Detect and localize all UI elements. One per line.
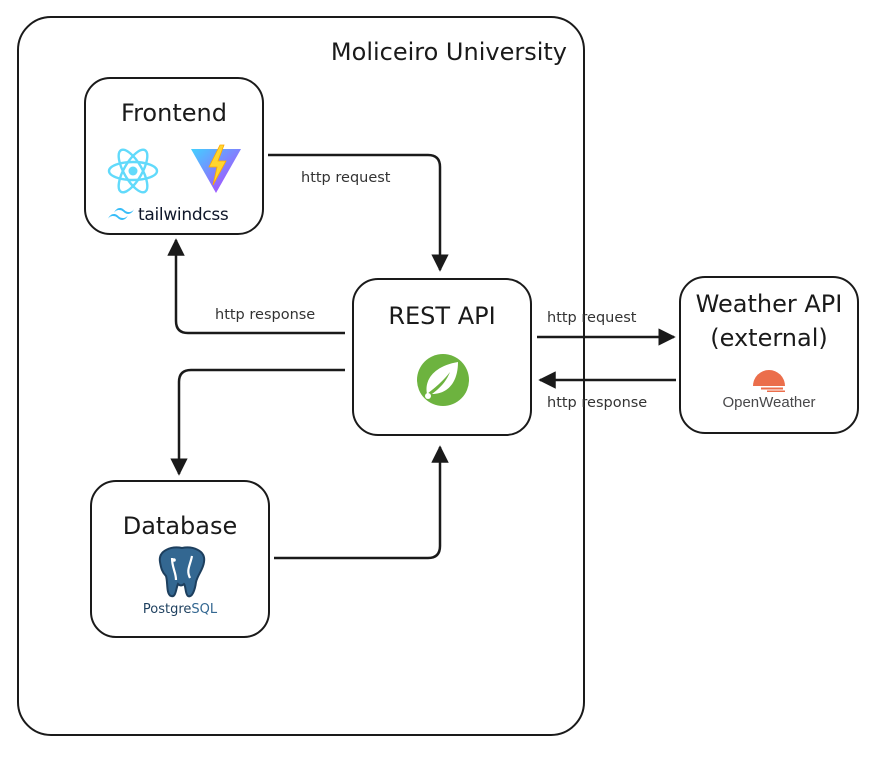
- openweather-sun-icon: [753, 370, 785, 392]
- weather-api-title-line1: Weather API: [695, 290, 843, 318]
- edge-api-to-frontend: [167, 238, 345, 335]
- database-title: Database: [122, 512, 238, 540]
- openweather-wordmark: OpenWeather: [722, 394, 816, 411]
- edge-label-weather-to-api: http response: [547, 395, 648, 411]
- spring-icon: [417, 354, 469, 406]
- tailwindcss-logo: tailwindcss: [108, 205, 229, 225]
- rest-api-title: REST API: [388, 302, 496, 330]
- react-icon: [107, 148, 159, 194]
- rest-api-node: REST API: [352, 278, 532, 436]
- frontend-title: Frontend: [121, 99, 227, 127]
- postgresql-text-b: SQL: [191, 602, 218, 617]
- database-node: Database PostgreSQL: [90, 480, 270, 638]
- edge-frontend-to-api: [268, 153, 449, 272]
- tailwind-icon: [108, 208, 134, 220]
- weather-api-node: Weather API (external) OpenWeather: [679, 276, 859, 434]
- weather-api-title-line2: (external): [710, 324, 828, 352]
- edge-label-frontend-to-api: http request: [301, 170, 391, 186]
- edge-label-api-to-weather: http request: [547, 310, 637, 326]
- edge-label-api-to-frontend: http response: [215, 307, 316, 323]
- vite-icon: [191, 144, 241, 193]
- edge-database-to-api: [274, 445, 449, 560]
- frontend-node: Frontend tailwindcss: [84, 77, 264, 235]
- boundary-title: Moliceiro University: [330, 38, 567, 66]
- tailwind-wordmark: tailwindcss: [138, 205, 229, 225]
- postgresql-text-a: Postgre: [142, 602, 192, 617]
- postgresql-wordmark: PostgreSQL: [92, 602, 268, 617]
- edge-api-to-database: [170, 368, 345, 476]
- postgresql-elephant-icon: [158, 546, 206, 598]
- openweather-logo: OpenWeather: [681, 368, 857, 411]
